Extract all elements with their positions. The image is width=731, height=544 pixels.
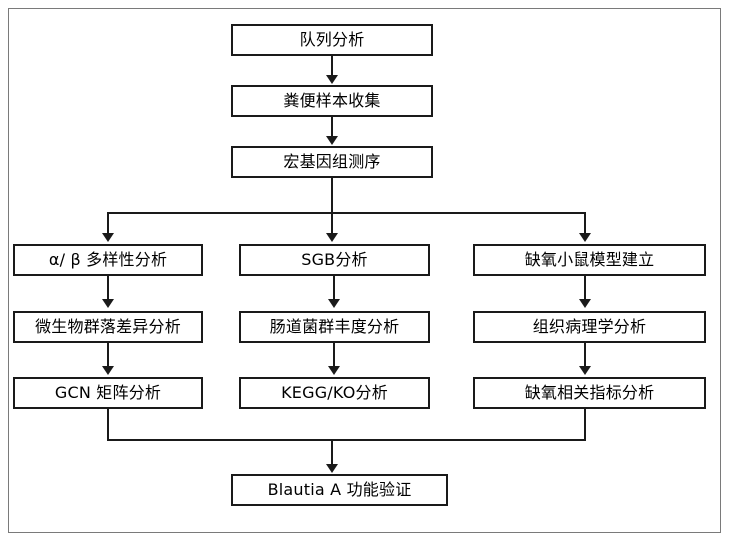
connector-branch-middle-drop [331, 212, 333, 235]
node-label: GCN 矩阵分析 [54, 383, 162, 402]
node-label: 组织病理学分析 [532, 317, 647, 336]
node-label: 微生物群落差异分析 [35, 317, 181, 336]
arrowhead-abundance-to-kegg [328, 366, 340, 375]
arrowhead-community-to-gcn [102, 366, 114, 375]
connector-merge-left-riser [107, 409, 109, 441]
connector-merge-right-riser [584, 409, 586, 441]
node-label: 粪便样本收集 [283, 91, 381, 110]
arrowhead-diversity-to-community [102, 299, 114, 308]
connector-merge-bus [107, 439, 586, 441]
node-cohort-analysis[interactable]: 队列分析 [231, 24, 433, 56]
node-fecal-collection[interactable]: 粪便样本收集 [231, 85, 433, 117]
node-label: 缺氧小鼠模型建立 [524, 250, 655, 269]
node-metagenomic-sequencing[interactable]: 宏基因组测序 [231, 146, 433, 178]
connector-cohort-to-fecal [331, 56, 333, 77]
arrowhead-cohort-to-fecal [326, 75, 338, 84]
connector-histopathology-to-indicators [584, 343, 586, 367]
node-gcn-matrix[interactable]: GCN 矩阵分析 [13, 377, 203, 409]
connector-diversity-to-community [107, 276, 109, 300]
arrowhead-merge-to-blautia [326, 464, 338, 473]
connector-branch-bus [107, 212, 586, 214]
node-blautia-validation[interactable]: Blautia A 功能验证 [231, 474, 448, 506]
node-gut-abundance[interactable]: 肠道菌群丰度分析 [239, 311, 430, 343]
connector-sequencing-stem [331, 178, 333, 214]
connector-fecal-to-sequencing [331, 117, 333, 138]
node-label: KEGG/KO分析 [281, 383, 388, 402]
node-kegg-ko[interactable]: KEGG/KO分析 [239, 377, 430, 409]
arrowhead-branch-right [579, 233, 591, 242]
node-label: 宏基因组测序 [283, 152, 381, 171]
connector-merge-to-blautia [331, 439, 333, 465]
node-hypoxia-mouse-model[interactable]: 缺氧小鼠模型建立 [473, 244, 706, 276]
node-label: 队列分析 [299, 30, 365, 49]
node-label: α/ β 多样性分析 [48, 250, 168, 269]
connector-abundance-to-kegg [333, 343, 335, 367]
arrowhead-branch-left [102, 233, 114, 242]
connector-branch-right-drop [584, 212, 586, 235]
node-label: 缺氧相关指标分析 [524, 383, 655, 402]
node-histopathology[interactable]: 组织病理学分析 [473, 311, 706, 343]
node-label: 肠道菌群丰度分析 [269, 317, 400, 336]
node-community-difference[interactable]: 微生物群落差异分析 [13, 311, 203, 343]
arrowhead-histopathology-to-indicators [579, 366, 591, 375]
connector-model-to-histopathology [584, 276, 586, 300]
connector-community-to-gcn [107, 343, 109, 367]
node-label: SGB分析 [301, 250, 368, 269]
node-label: Blautia A 功能验证 [267, 480, 412, 499]
connector-branch-left-drop [107, 212, 109, 235]
node-sgb-analysis[interactable]: SGB分析 [239, 244, 430, 276]
diagram-border [8, 8, 721, 533]
arrowhead-sgb-to-abundance [328, 299, 340, 308]
arrowhead-fecal-to-sequencing [326, 136, 338, 145]
arrowhead-branch-middle [326, 233, 338, 242]
arrowhead-model-to-histopathology [579, 299, 591, 308]
node-hypoxia-indicators[interactable]: 缺氧相关指标分析 [473, 377, 706, 409]
connector-sgb-to-abundance [333, 276, 335, 300]
node-diversity-analysis[interactable]: α/ β 多样性分析 [13, 244, 203, 276]
